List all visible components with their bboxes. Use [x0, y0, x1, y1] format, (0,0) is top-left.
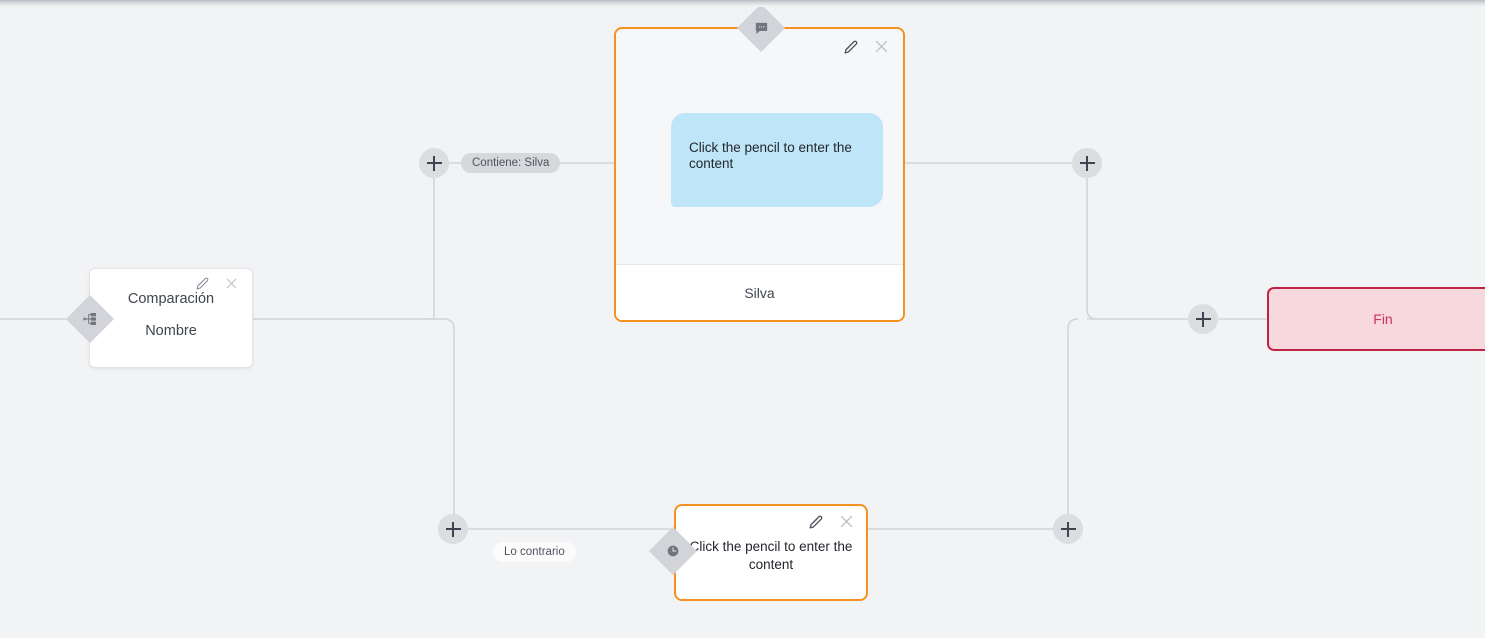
close-icon[interactable]	[874, 39, 889, 54]
close-icon[interactable]	[225, 277, 238, 290]
node-comparison-subtitle: Nombre	[145, 323, 197, 339]
clock-icon	[656, 534, 690, 568]
add-false-branch-button[interactable]	[438, 514, 468, 544]
node-small-message-tools	[809, 514, 854, 529]
node-comparison-tools	[196, 277, 238, 290]
branch-icon	[73, 302, 107, 336]
node-comparison-body: Comparación Nombre	[90, 269, 252, 339]
node-comparison[interactable]: Comparación Nombre	[89, 268, 253, 368]
message-bubble[interactable]: Click the pencil to enter the content	[671, 113, 883, 207]
node-message[interactable]: Click the pencil to enter the content Si…	[614, 27, 905, 322]
node-end[interactable]: Fin	[1267, 287, 1485, 351]
message-handle[interactable]	[736, 3, 786, 53]
close-icon[interactable]	[839, 514, 854, 529]
node-end-label: Fin	[1373, 311, 1393, 327]
node-comparison-title: Comparación	[127, 291, 215, 307]
node-small-message[interactable]: Click the pencil to enter the content	[674, 504, 868, 601]
edit-pencil-icon[interactable]	[809, 515, 823, 529]
speech-bubble-icon	[744, 11, 778, 45]
node-message-body: Click the pencil to enter the content	[616, 29, 903, 264]
node-message-tools	[844, 39, 889, 54]
edge-right-bottom-up	[1067, 318, 1079, 514]
edit-pencil-icon[interactable]	[196, 277, 209, 290]
edge-label-lo-contrario[interactable]: Lo contrario	[493, 542, 576, 562]
add-true-branch-button[interactable]	[419, 148, 449, 178]
top-edge-strip	[0, 0, 1485, 7]
add-after-message-button[interactable]	[1072, 148, 1102, 178]
edge-right-top-down	[1086, 178, 1098, 320]
delay-handle[interactable]	[648, 526, 698, 576]
edge-label-contiene[interactable]: Contiene: Silva	[461, 153, 561, 173]
add-after-small-message-button[interactable]	[1053, 514, 1083, 544]
node-small-message-text: Click the pencil to enter the content	[689, 539, 853, 572]
node-message-footer: Silva	[616, 264, 903, 320]
edit-pencil-icon[interactable]	[844, 40, 858, 54]
add-before-end-button[interactable]	[1188, 304, 1218, 334]
branch-handle[interactable]	[65, 294, 115, 344]
edge-comparison-out	[253, 318, 455, 330]
